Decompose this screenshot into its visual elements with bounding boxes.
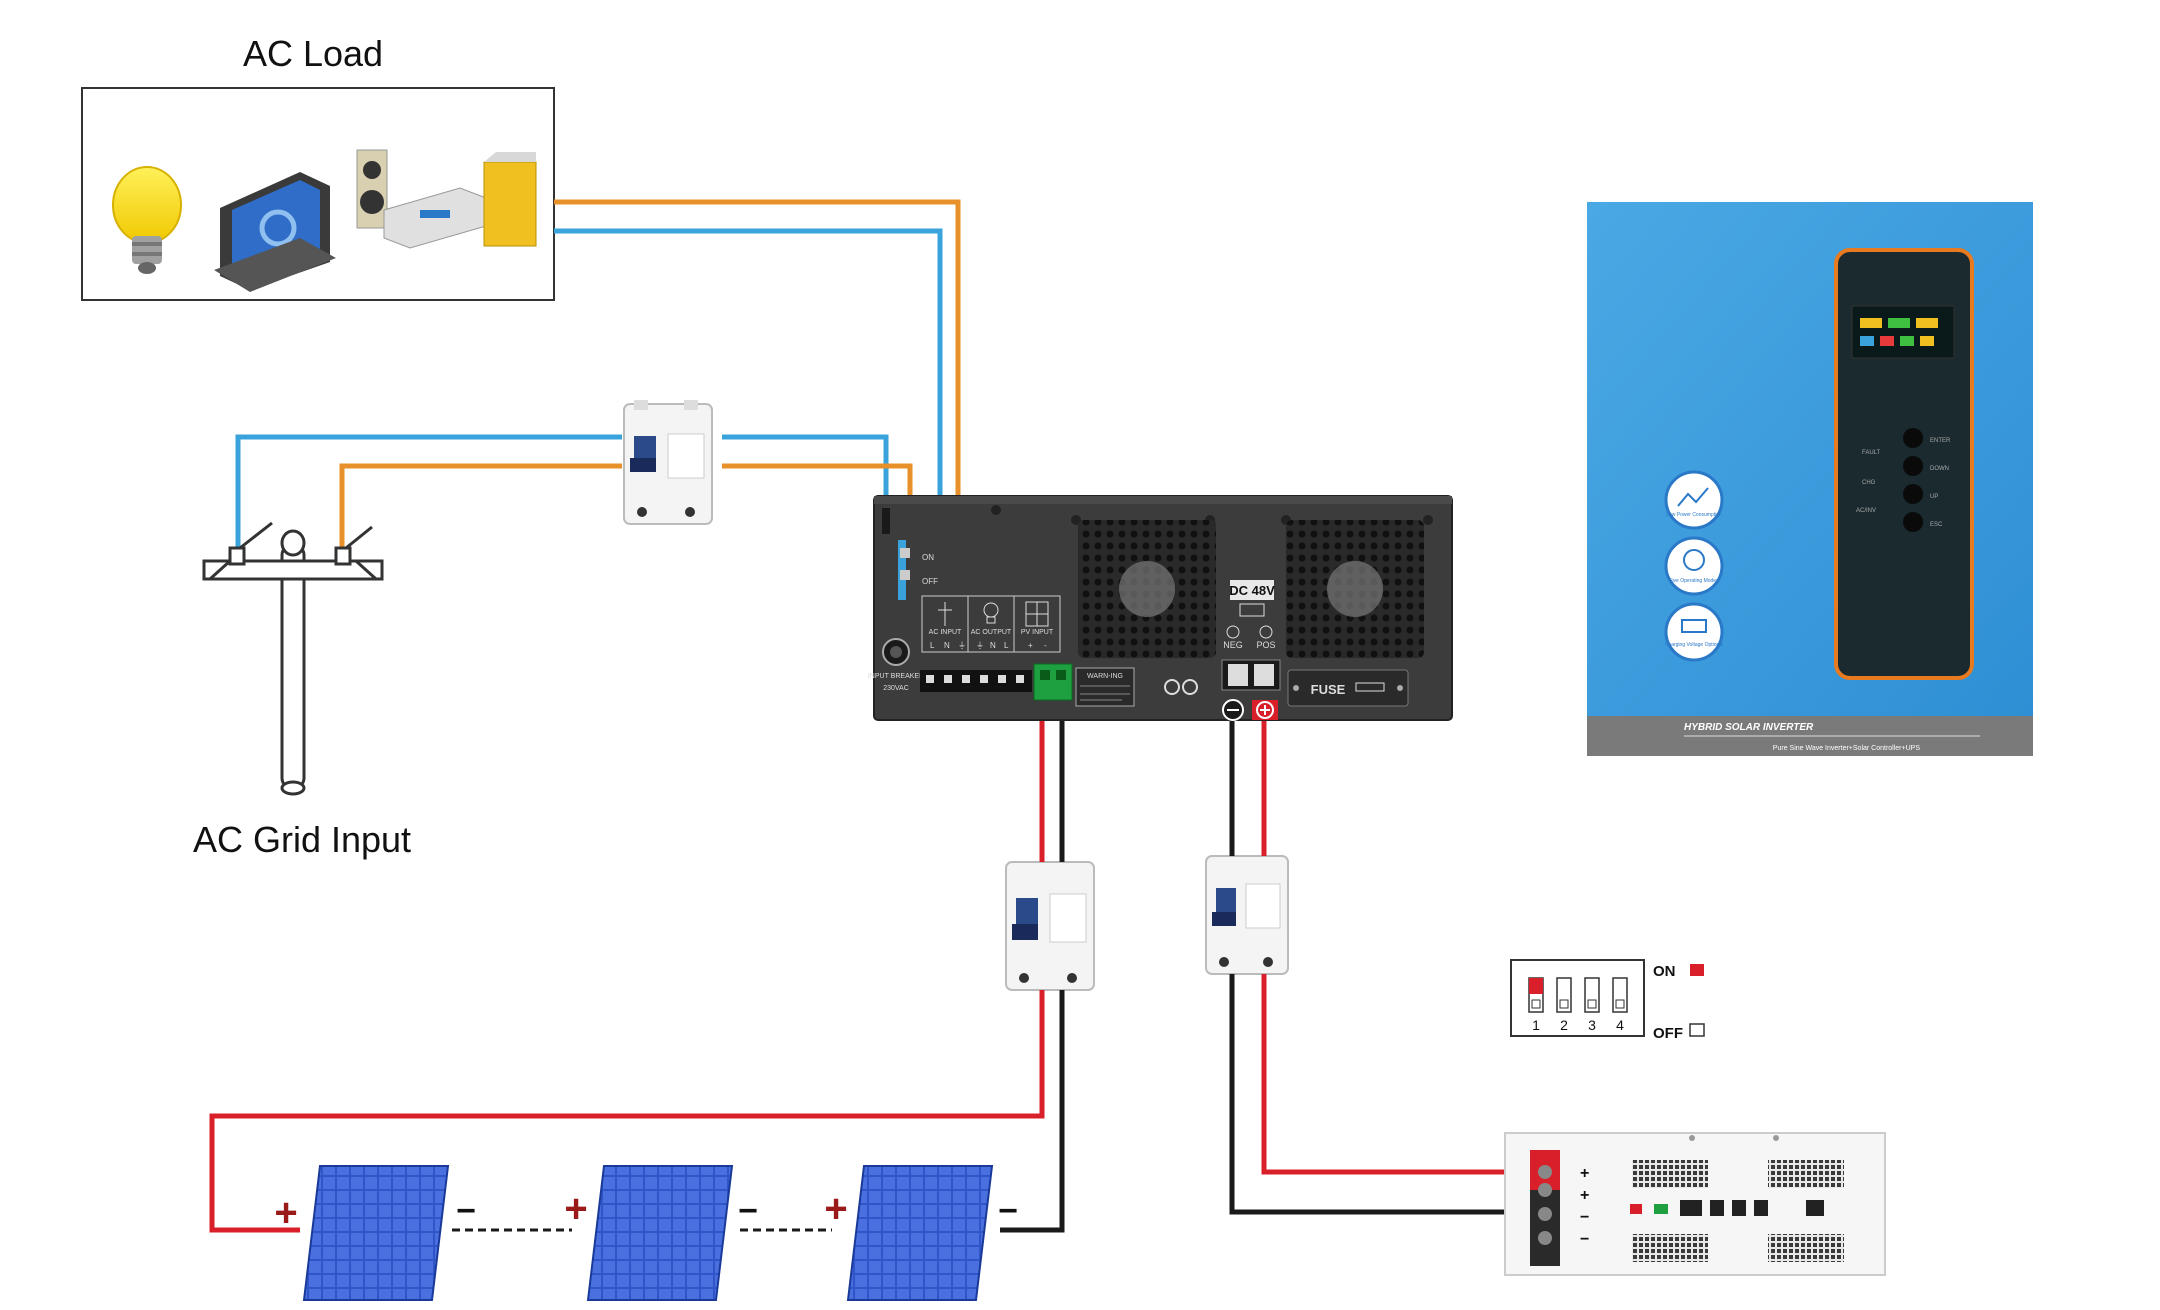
svg-text:Low Power Consumption: Low Power Consumption [1666, 512, 1722, 518]
svg-text:UP: UP [1930, 494, 1938, 500]
svg-text:L: L [930, 641, 935, 650]
ac-grid-breaker [623, 400, 713, 525]
inverter-title: HYBRID SOLAR INVERTER [1684, 722, 1814, 733]
panel-3-plus-sign: + [824, 1187, 847, 1231]
ac-grid-input-label: AC Grid Input [193, 819, 411, 860]
dip-switch-2 [1556, 977, 1572, 1013]
feature-badge-charging-voltage: Charging Voltage Optional [1664, 602, 1724, 662]
svg-text:+: + [1580, 1165, 1589, 1182]
ac-terminal-strip [920, 670, 1032, 692]
svg-text:ESC: ESC [1930, 522, 1943, 528]
svg-text:Five Operating Modes: Five Operating Modes [1669, 578, 1719, 584]
computer-monitor-icon [214, 172, 336, 292]
dip-on-label: ON [1653, 963, 1676, 980]
battery-vent-bottom-left [1632, 1234, 1708, 1262]
up-button[interactable] [1903, 484, 1923, 504]
svg-text:CHG: CHG [1862, 480, 1876, 486]
enter-button[interactable] [1903, 428, 1923, 448]
ac-input-label: AC INPUT [929, 629, 962, 636]
cooling-fan-right [1286, 520, 1424, 658]
svg-text:+: + [1580, 1187, 1589, 1204]
feature-badge-operating-modes: Five Operating Modes [1664, 536, 1724, 596]
battery-vent-top-right [1768, 1160, 1844, 1188]
panel-1-plus-sign: + [274, 1191, 297, 1235]
warning-label: WARN-ING [1087, 673, 1123, 680]
pv-terminal-block [1033, 663, 1073, 701]
pos-label: POS [1256, 640, 1275, 650]
svg-text:−: − [1580, 1231, 1589, 1248]
esc-button[interactable] [1903, 512, 1923, 532]
utility-pole-icon [202, 521, 384, 796]
svg-text:ENTER: ENTER [1930, 438, 1951, 444]
panel-3-minus-sign: − [998, 1192, 1018, 1230]
svg-text:+: + [1028, 641, 1033, 650]
front-buttons: ENTER DOWN UP ESC FAULT CHG AC/INV [1856, 428, 1951, 532]
svg-text:AC/INV: AC/INV [1856, 508, 1876, 514]
stereo-system-icon [356, 149, 537, 249]
dip-switch-4 [1612, 977, 1628, 1013]
panel-2-minus-sign: − [738, 1192, 758, 1230]
ac-load-box [81, 87, 555, 301]
fuse-holder [1287, 669, 1409, 707]
battery-wires [1229, 712, 1532, 1215]
panel-2-plus-sign: + [564, 1187, 587, 1231]
dc-voltage-label: DC 48V [1229, 583, 1275, 598]
svg-text:2: 2 [1560, 1017, 1568, 1033]
ac-output-bulb-icon [983, 602, 999, 624]
svg-text:−: − [1580, 1209, 1589, 1226]
inverter-front-unit: HYBRID SOLAR INVERTER Pure Sine Wave Inv… [1587, 202, 2033, 756]
ac-input-tower-icon [938, 602, 952, 626]
svg-text:-: - [1044, 641, 1047, 650]
battery-vent-bottom-right [1768, 1234, 1844, 1262]
inverter-subtitle: Pure Sine Wave Inverter+Solar Controller… [1773, 745, 1921, 752]
down-button[interactable] [1903, 456, 1923, 476]
battery-unit: + + − − [1504, 1132, 1886, 1276]
svg-text:N: N [990, 641, 996, 650]
fuse-label: FUSE [1311, 682, 1346, 697]
solar-panel-1 [302, 1165, 450, 1301]
neg-label: NEG [1223, 640, 1243, 650]
switch-off-label: OFF [922, 577, 938, 586]
panel-1-minus-sign: − [456, 1192, 476, 1230]
switch-on-label: ON [922, 553, 934, 562]
cooling-fan-left [1078, 520, 1216, 658]
pv-panel-icon [1025, 601, 1049, 627]
svg-text:⏚: ⏚ [976, 641, 984, 650]
pv-wires [209, 712, 1065, 1233]
svg-text:1: 1 [1532, 1017, 1540, 1033]
solar-panel-3 [846, 1165, 994, 1301]
dip-switch-3 [1584, 977, 1600, 1013]
lcd-display [1851, 305, 1955, 359]
svg-text:N: N [944, 641, 950, 650]
svg-text:4: 4 [1616, 1017, 1624, 1033]
svg-text:Charging Voltage Optional: Charging Voltage Optional [1665, 642, 1723, 648]
battery-breaker [1205, 855, 1289, 975]
svg-text:⏚: ⏚ [958, 641, 966, 650]
input-breaker-rating: 230VAC [883, 685, 909, 692]
feature-badge-low-power: Low Power Consumption [1664, 470, 1724, 530]
svg-text:L: L [1004, 641, 1009, 650]
pv-breaker [1005, 861, 1095, 991]
dip-off-label: OFF [1653, 1025, 1683, 1042]
ac-load-label: AC Load [243, 33, 383, 74]
inverter-rear-panel: DC 48V NEG POS FUSE ON OFF AC INPUT AC O… [868, 495, 1453, 721]
panel-polarity-marks: + − + − + − [274, 1187, 1018, 1235]
svg-text:DOWN: DOWN [1930, 466, 1949, 472]
solar-panel-2 [586, 1165, 734, 1301]
dip-switch: 1 2 3 4 ON OFF [1510, 959, 1705, 1042]
ac-output-label: AC OUTPUT [971, 629, 1012, 636]
terminal-labels: L N ⏚ ⏚ N L + - [930, 641, 1047, 650]
certification-marks [1164, 679, 1198, 695]
svg-text:3: 3 [1588, 1017, 1596, 1033]
svg-text:FAULT: FAULT [1862, 450, 1881, 456]
battery-vent-top-left [1632, 1160, 1708, 1188]
ac-load-wires [554, 199, 961, 614]
pv-input-label: PV INPUT [1021, 629, 1054, 636]
input-breaker-label: INPUT BREAKER [868, 673, 924, 680]
light-bulb-icon [112, 166, 182, 274]
